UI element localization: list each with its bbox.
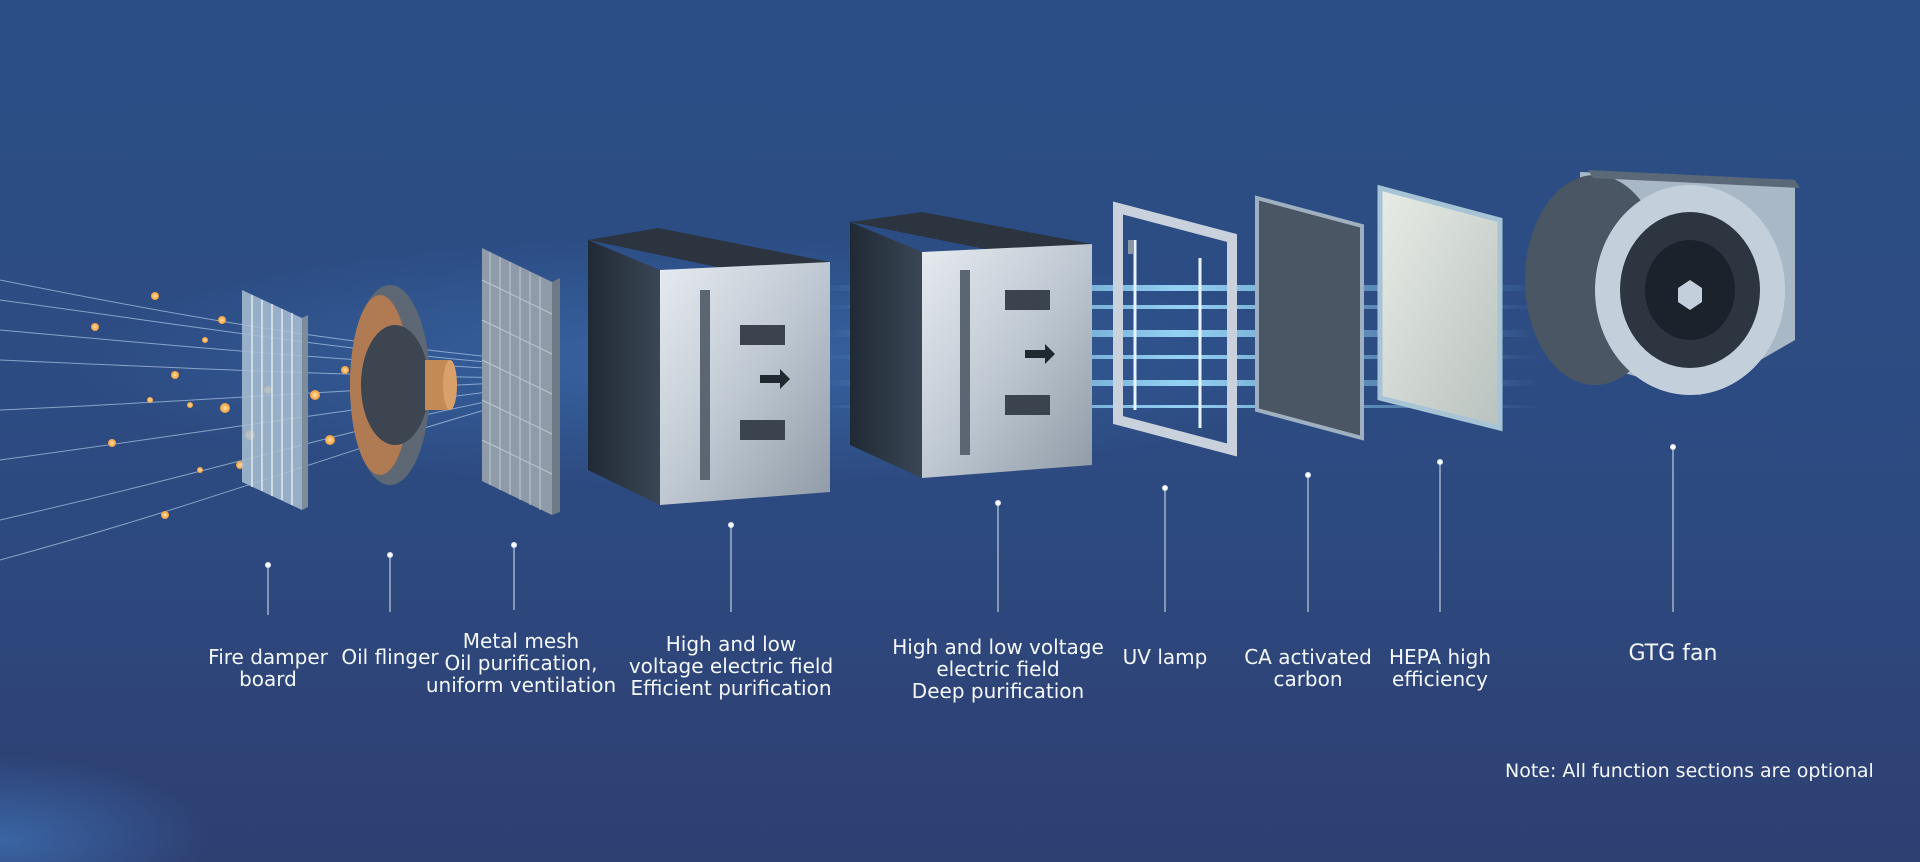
gtg-fan-label: GTG fan [1628, 641, 1718, 666]
uv-lamp-label: UV lamp [1122, 645, 1208, 669]
gtg-fan-image [1525, 170, 1800, 395]
blue-light-beams [820, 285, 1540, 408]
ca-activated-carbon-image [1255, 195, 1364, 441]
oil-flinger-label: Oil flinger [341, 645, 439, 669]
hv-field-module-1-image [588, 228, 830, 505]
pointer-lines [265, 444, 1676, 615]
metal-mesh-image [481, 248, 560, 515]
hepa-filter-image [1377, 184, 1503, 432]
hepa-label: HEPA high efficiency [1388, 645, 1492, 691]
fire-damper-board-label: Fire damper board [208, 645, 328, 691]
fire-damper-board-image [242, 290, 308, 510]
hv-field-module-2-image [850, 212, 1092, 478]
oil-flinger-image [350, 285, 457, 485]
optional-sections-note: Note: All function sections are optional [1505, 760, 1874, 782]
hv-field-1-label: High and low voltage electric field Effi… [628, 632, 834, 700]
ca-activated-carbon-label: CA activated carbon [1244, 645, 1372, 691]
metal-mesh-label: Metal mesh Oil purification, uniform ven… [425, 629, 617, 697]
hv-field-2-label: High and low voltage electric field Deep… [892, 635, 1104, 703]
uv-lamp-image [1113, 201, 1237, 457]
